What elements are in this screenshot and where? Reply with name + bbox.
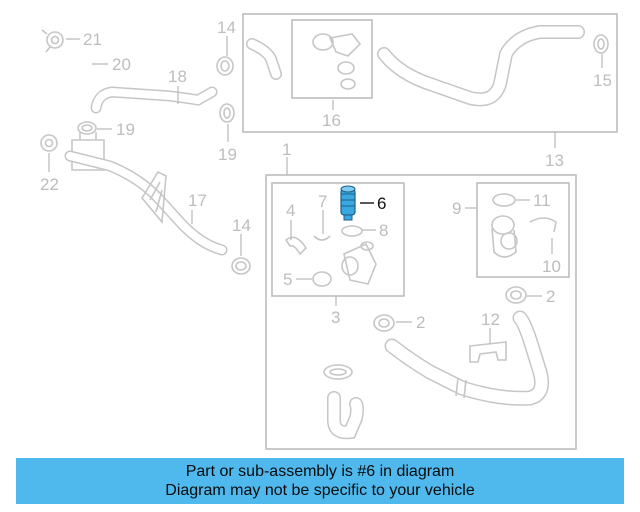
callout-14-lower: 14: [232, 216, 251, 235]
callout-22: 22: [40, 175, 59, 194]
callout-16: 16: [322, 111, 341, 130]
callout-2-right: 2: [546, 287, 555, 306]
callout-19-right: 19: [218, 145, 237, 164]
o-ring-11: [492, 193, 516, 207]
callout-14-upper: 14: [217, 18, 236, 37]
elbow-hose: [327, 391, 364, 440]
callout-5: 5: [283, 270, 292, 289]
hose-13-long: [377, 25, 585, 107]
callout-4: 4: [286, 201, 295, 220]
hose-clamp-2-right: [505, 286, 527, 304]
info-banner: Part or sub-assembly is #6 in diagram Di…: [16, 458, 624, 504]
pipe-10: [529, 217, 557, 233]
callout-15: 15: [593, 71, 612, 90]
hose-clamp-19-left: [77, 121, 97, 135]
callout-1: 1: [282, 140, 291, 159]
highlighted-part-6: [340, 185, 356, 221]
callout-9: 9: [452, 199, 461, 218]
hose-clamp-lower: [323, 364, 353, 380]
callout-7: 7: [318, 192, 327, 211]
hose-clamp-21: [41, 29, 64, 53]
assembly-box-9: [476, 182, 570, 278]
assembly-box-1: [265, 174, 577, 450]
hose-clamp-2-left: [373, 314, 395, 332]
callout-11: 11: [533, 191, 551, 210]
radiator-hose: [384, 310, 550, 406]
callout-12: 12: [481, 310, 500, 329]
assembly-box-16: [291, 19, 373, 99]
callout-2-left: 2: [416, 313, 425, 332]
hose-13-short: [246, 38, 282, 80]
hose-clamp-22: [40, 134, 58, 152]
callout-8: 8: [379, 221, 388, 240]
callout-13: 13: [545, 151, 564, 170]
coolant-hose-18: [90, 86, 218, 114]
water-outlet: [341, 241, 377, 285]
callout-20: 20: [112, 55, 131, 74]
coolant-hose-20: [24, 57, 92, 131]
callout-3: 3: [331, 308, 340, 327]
parts-diagram: 21 20 18 19 22 17 14 19 16 15 13 1 14 4 …: [24, 13, 618, 450]
clip-7: [313, 235, 331, 241]
thermostat-housing-16: [312, 33, 362, 90]
banner-line-part: Part or sub-assembly is #6 in diagram: [185, 463, 455, 480]
flange-9: [491, 215, 518, 258]
callout-18: 18: [168, 67, 187, 86]
bracket-12: [469, 341, 507, 363]
hose-clamp-19-right: [219, 103, 235, 123]
callout-17: 17: [188, 191, 207, 210]
callout-21: 21: [83, 30, 102, 49]
o-ring-5: [312, 271, 332, 287]
callout-19-left: 19: [116, 120, 135, 139]
banner-line-disclaimer: Diagram may not be specific to your vehi…: [165, 482, 475, 499]
coolant-pipe-17: [64, 150, 228, 256]
pipe-4: [284, 236, 308, 256]
hose-clamp-14-lower: [231, 257, 251, 275]
hose-clamp-14-upper: [216, 56, 234, 76]
hose-clamp-15: [593, 34, 609, 54]
o-ring-8: [341, 225, 363, 237]
assembly-box-3: [271, 182, 405, 297]
callout-10: 10: [542, 257, 561, 276]
callout-6: 6: [377, 194, 386, 213]
assembly-box-13: [242, 13, 618, 133]
